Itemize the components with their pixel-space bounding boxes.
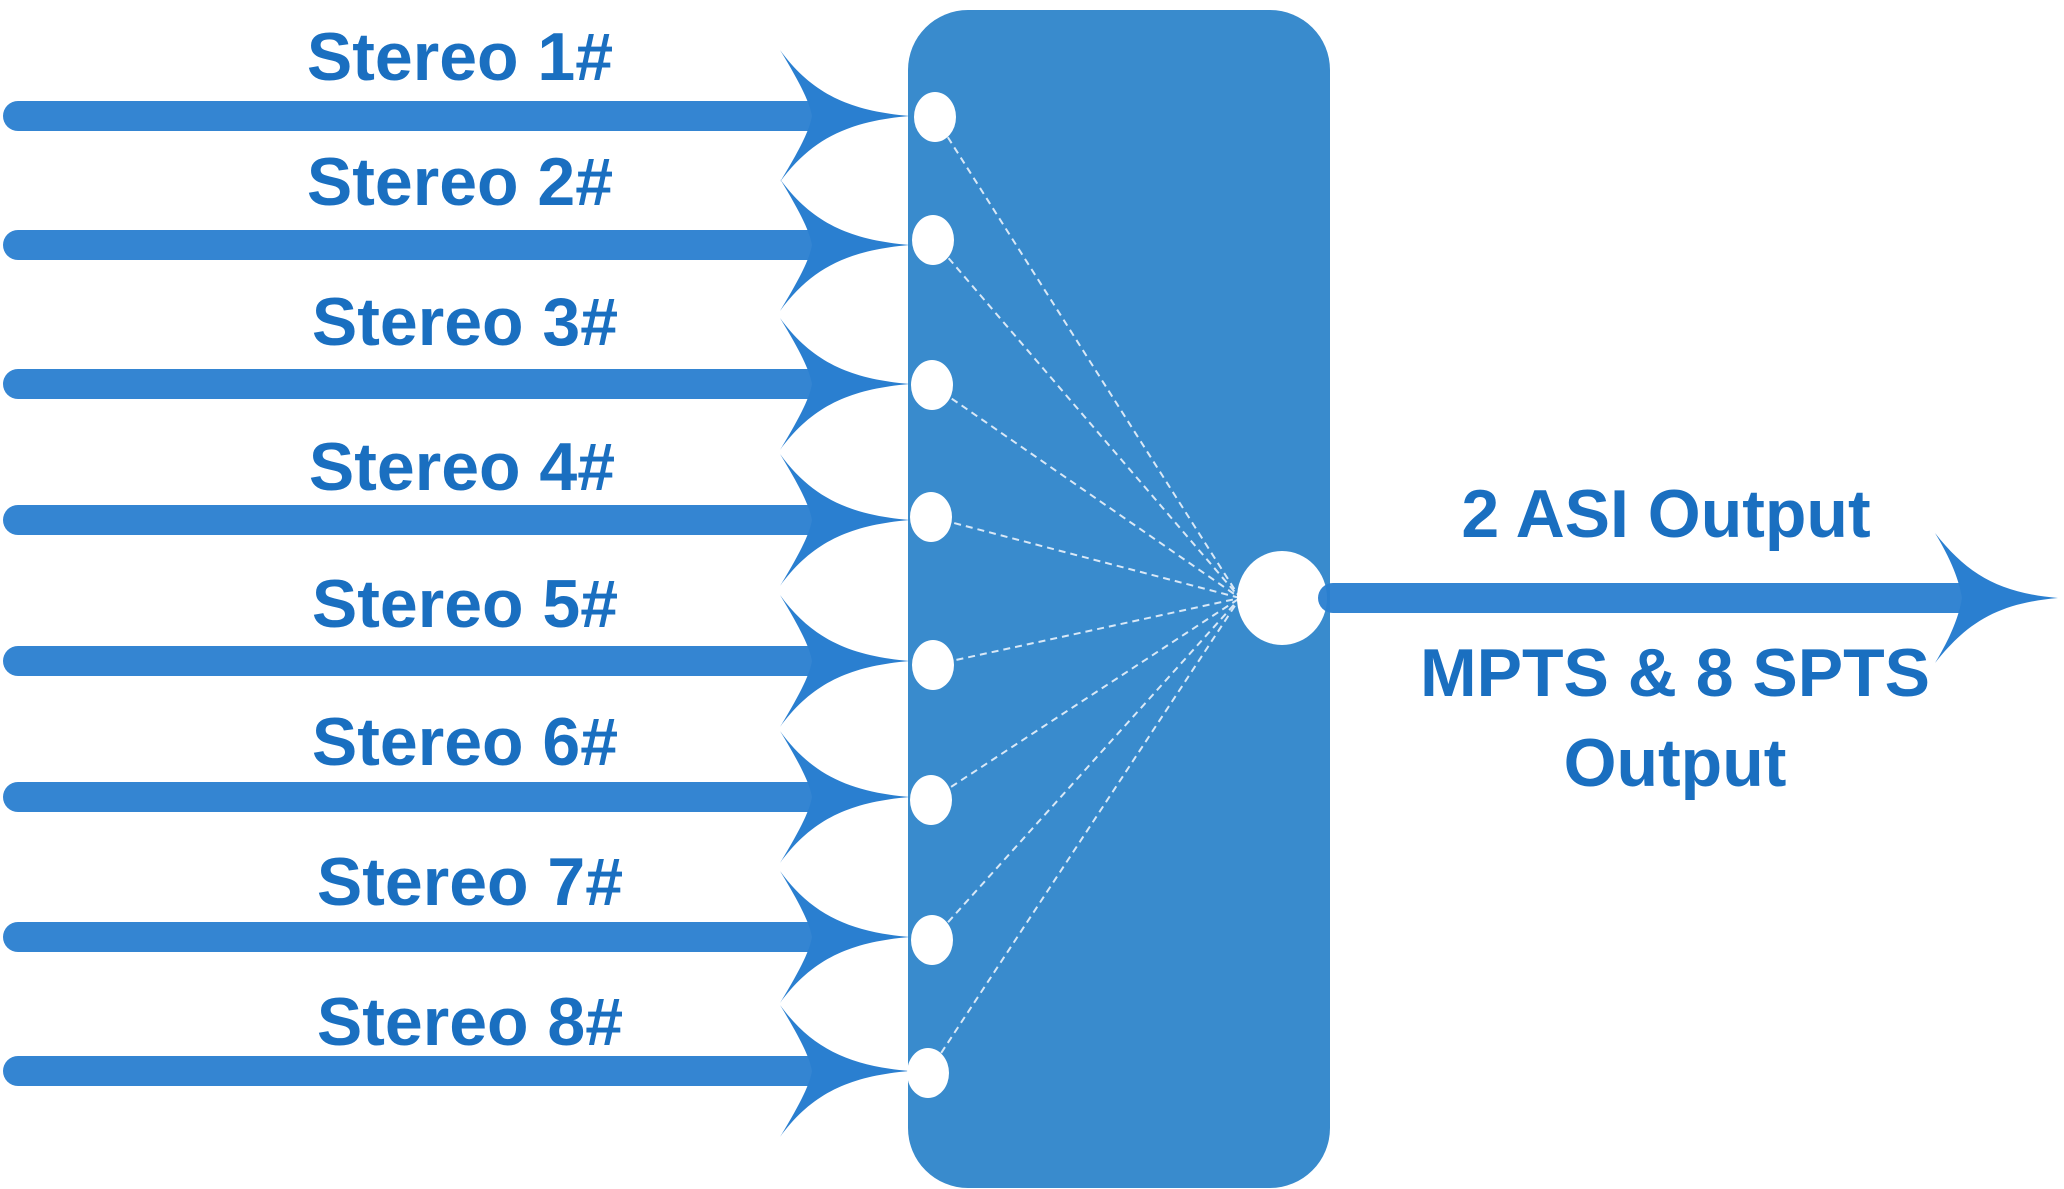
connector-line-4 xyxy=(930,516,1241,599)
input-port-7 xyxy=(911,915,953,965)
output-arrow xyxy=(1318,533,2058,663)
input-port-4 xyxy=(910,492,952,542)
input-port-1 xyxy=(914,92,956,142)
input-arrow-head-3 xyxy=(780,318,910,450)
input-label-stereo-5: Stereo 5# xyxy=(312,566,618,642)
input-ports xyxy=(907,92,956,1098)
input-label-stereo-4: Stereo 4# xyxy=(309,429,615,505)
connector-line-7 xyxy=(931,597,1241,941)
connector-line-6 xyxy=(930,597,1241,801)
input-arrow-head-8 xyxy=(780,1005,910,1137)
input-port-2 xyxy=(912,215,954,265)
input-label-stereo-2: Stereo 2# xyxy=(307,144,613,220)
mpts-spts-label-line1: MPTS & 8 SPTS xyxy=(1420,635,1930,711)
asi-output-label: 2 ASI Output xyxy=(1461,476,1870,552)
connector-line-3 xyxy=(931,384,1241,599)
input-port-8 xyxy=(907,1048,949,1098)
encoder-box xyxy=(908,10,1330,1188)
input-port-5 xyxy=(912,640,954,690)
connector-line-2 xyxy=(932,239,1241,599)
input-label-stereo-1: Stereo 1# xyxy=(307,19,613,95)
input-arrow-head-5 xyxy=(780,595,910,727)
input-arrow-head-6 xyxy=(780,731,910,863)
input-lines xyxy=(3,50,910,1137)
output-hub-port xyxy=(1237,551,1327,645)
input-arrow-head-4 xyxy=(780,454,910,586)
input-label-stereo-8: Stereo 8# xyxy=(317,984,623,1060)
input-labels: Stereo 1# Stereo 2# Stereo 3# Stereo 4# Ster… xyxy=(307,19,623,1060)
input-arrow-head-1 xyxy=(780,50,910,182)
input-arrow-head-7 xyxy=(780,871,910,1003)
connector-line-8 xyxy=(927,597,1241,1074)
input-label-stereo-3: Stereo 3# xyxy=(312,284,618,360)
input-port-3 xyxy=(911,360,953,410)
input-label-stereo-6: Stereo 6# xyxy=(312,704,618,780)
mpts-spts-label-line2: Output xyxy=(1564,725,1787,801)
input-label-stereo-7: Stereo 7# xyxy=(317,844,623,920)
connector-line-1 xyxy=(934,116,1241,599)
connector-lines xyxy=(927,116,1241,1074)
input-port-6 xyxy=(910,775,952,825)
connector-line-5 xyxy=(932,597,1241,666)
input-arrow-head-2 xyxy=(780,179,910,311)
